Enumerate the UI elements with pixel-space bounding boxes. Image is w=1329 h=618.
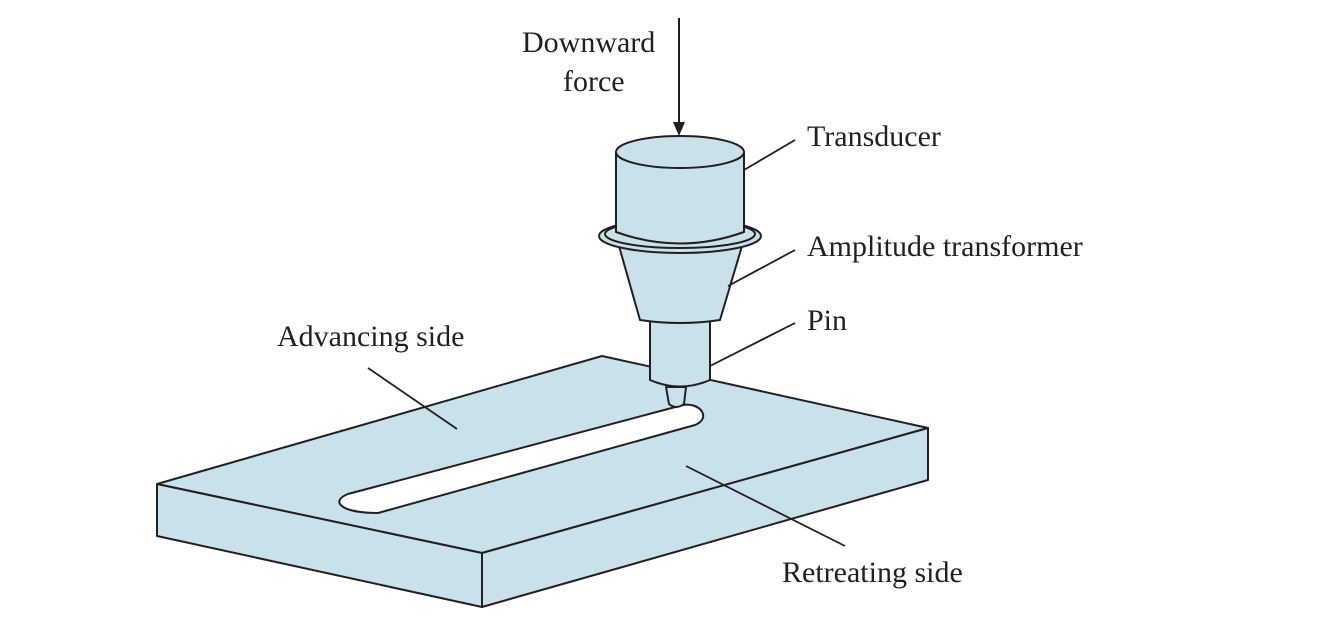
pin-leader [709,322,796,367]
advancing-side-label: Advancing side [277,320,465,353]
downward-force-label-line2: force [563,65,625,98]
downward-force-label-line1: Downward [522,26,656,59]
transducer-label: Transducer [807,120,941,153]
transducer-top [615,135,745,169]
downward-force-arrow-head [673,122,685,136]
pin-tip [665,386,687,408]
transducer-leader [743,139,796,171]
retreating-side-label: Retreating side [782,556,963,589]
plate-right-face [481,427,929,608]
pin-body [649,319,711,388]
transducer-body [615,151,745,245]
retreating-side-leader [685,465,846,547]
amplitude-transformer-cone [618,245,743,324]
amplitude-transformer-label: Amplitude transformer [807,230,1083,263]
amplitude-transformer-leader [727,249,796,287]
advancing-side-leader [367,367,458,430]
pin-label: Pin [807,304,848,337]
weld-slot [338,403,705,514]
